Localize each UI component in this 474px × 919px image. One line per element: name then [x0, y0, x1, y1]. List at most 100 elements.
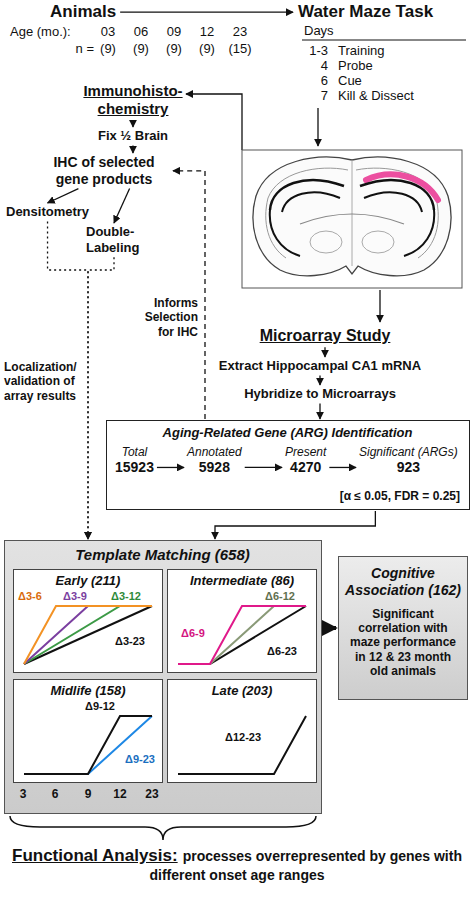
template-panel: Late (203)Δ12-23	[167, 679, 317, 783]
curly-brace	[10, 816, 316, 840]
stage-title: Water Maze Task	[298, 2, 433, 22]
step-text: Double- Labeling	[86, 224, 158, 255]
template-curve	[178, 606, 306, 664]
template-panel: Intermediate (86)Δ6-9Δ6-12Δ6-23	[167, 569, 317, 673]
template-curves	[14, 680, 162, 782]
count-value: 923	[359, 459, 458, 476]
connector	[88, 257, 114, 539]
box-body: Significant correlation with maze perfor…	[345, 607, 461, 679]
curve-label: Δ3-9	[62, 589, 88, 603]
count-label: Total	[115, 445, 154, 459]
footer-body: processes overrepresented by genes with …	[149, 848, 462, 883]
connector	[245, 467, 282, 468]
thalamus	[362, 231, 394, 253]
table-rule	[302, 40, 466, 41]
connector	[132, 120, 133, 127]
corpus-callosum	[300, 214, 404, 224]
image-frame	[242, 150, 462, 288]
count-value: 15923	[115, 459, 154, 476]
step-text: Densitometry	[6, 204, 89, 220]
result-box: Cognitive Association (162) Significant c…	[338, 556, 468, 700]
curve-label: Δ3-6	[17, 589, 43, 603]
connector	[157, 467, 184, 468]
curve-label: Δ6-9	[180, 626, 206, 640]
count-item: Significant (ARGs)923	[359, 445, 458, 476]
step-text: IHC of selected gene products	[40, 154, 168, 188]
template-curve	[178, 606, 306, 664]
heading-text: Immunohisto- chemistry	[76, 82, 190, 118]
count-item: Present4270	[285, 445, 326, 476]
connector	[132, 146, 133, 153]
brain-outline	[253, 157, 451, 276]
connector	[114, 189, 130, 223]
flow-arrow	[317, 108, 318, 146]
connector	[323, 626, 336, 630]
count-item: Total15923	[115, 445, 154, 476]
group-panel: Template Matching (658)Early (211)Δ3-6Δ3…	[4, 540, 322, 814]
step-label: Densitometry	[6, 204, 89, 220]
curve-label: Δ3-12	[110, 589, 142, 603]
count-value: 4270	[285, 459, 326, 476]
count-label: Significant (ARGs)	[359, 445, 458, 459]
footer-note: Functional Analysis:processes overrepres…	[8, 846, 466, 884]
template-curve	[178, 716, 306, 774]
template-curve	[24, 606, 152, 664]
step-text: Fix ½ Brain	[98, 128, 168, 144]
ca1-region	[366, 174, 438, 200]
count-label: Annotated	[187, 445, 242, 459]
step-label: Fix ½ Brain	[98, 128, 168, 144]
connector	[319, 376, 320, 385]
template-curve	[24, 606, 152, 664]
connector	[319, 404, 320, 419]
curve-label: Δ12-23	[224, 730, 262, 744]
connector	[48, 189, 79, 203]
template-curve	[178, 606, 306, 664]
template-curves	[14, 570, 162, 672]
step-label: Hybridize to Microarrays	[244, 386, 396, 402]
step-label: Double- Labeling	[86, 224, 158, 255]
curve-label: Δ6-12	[264, 589, 296, 603]
thalamus	[310, 231, 342, 253]
stage-title-text: Animals	[50, 2, 116, 22]
hippocampus	[282, 192, 340, 212]
connector	[48, 222, 88, 539]
connector	[120, 12, 293, 13]
stage-title: Animals	[50, 2, 116, 22]
step-text: Extract Hippocampal CA1 mRNA	[219, 358, 421, 374]
midline	[352, 160, 353, 266]
curve-label: Δ9-23	[124, 752, 156, 766]
count-item: Annotated5928	[187, 445, 242, 476]
template-panel: Midlife (158)Δ9-12Δ9-23	[13, 679, 163, 783]
curve-label: Δ3-23	[114, 634, 146, 648]
curve-label: Δ6-23	[266, 644, 298, 658]
count-label: Present	[285, 445, 326, 459]
connector	[329, 467, 356, 468]
process-box: Aging-Related Gene (ARG) Identification[…	[106, 420, 470, 510]
cortex-line	[266, 168, 348, 258]
template-panel: Early (211)Δ3-6Δ3-9Δ3-12Δ3-23	[13, 569, 163, 673]
hippocampus	[364, 192, 422, 212]
footer-heading: Functional Analysis:	[12, 846, 178, 865]
step-label: Extract Hippocampal CA1 mRNA	[219, 358, 421, 374]
heading-text: Microarray Study	[260, 326, 391, 345]
stage-title-text: Water Maze Task	[298, 2, 433, 22]
connector	[215, 511, 375, 539]
template-curve	[24, 606, 152, 664]
curve-label: Δ9-12	[84, 699, 116, 713]
box-title: Cognitive Association (162)	[345, 565, 461, 599]
connector	[173, 171, 205, 419]
hippocampus	[270, 210, 300, 256]
cortex-line	[356, 168, 438, 258]
count-value: 5928	[187, 459, 242, 476]
brain-section	[242, 150, 462, 288]
hippocampus	[404, 210, 434, 256]
flow-arrow	[379, 290, 380, 322]
section-heading: Microarray Study	[260, 326, 391, 345]
step-label: IHC of selected gene products	[40, 154, 168, 188]
connector	[324, 347, 325, 357]
section-heading: Immunohisto- chemistry	[76, 82, 190, 118]
template-curve	[24, 606, 152, 664]
flow-arrow	[186, 94, 242, 150]
step-text: Hybridize to Microarrays	[244, 386, 396, 402]
